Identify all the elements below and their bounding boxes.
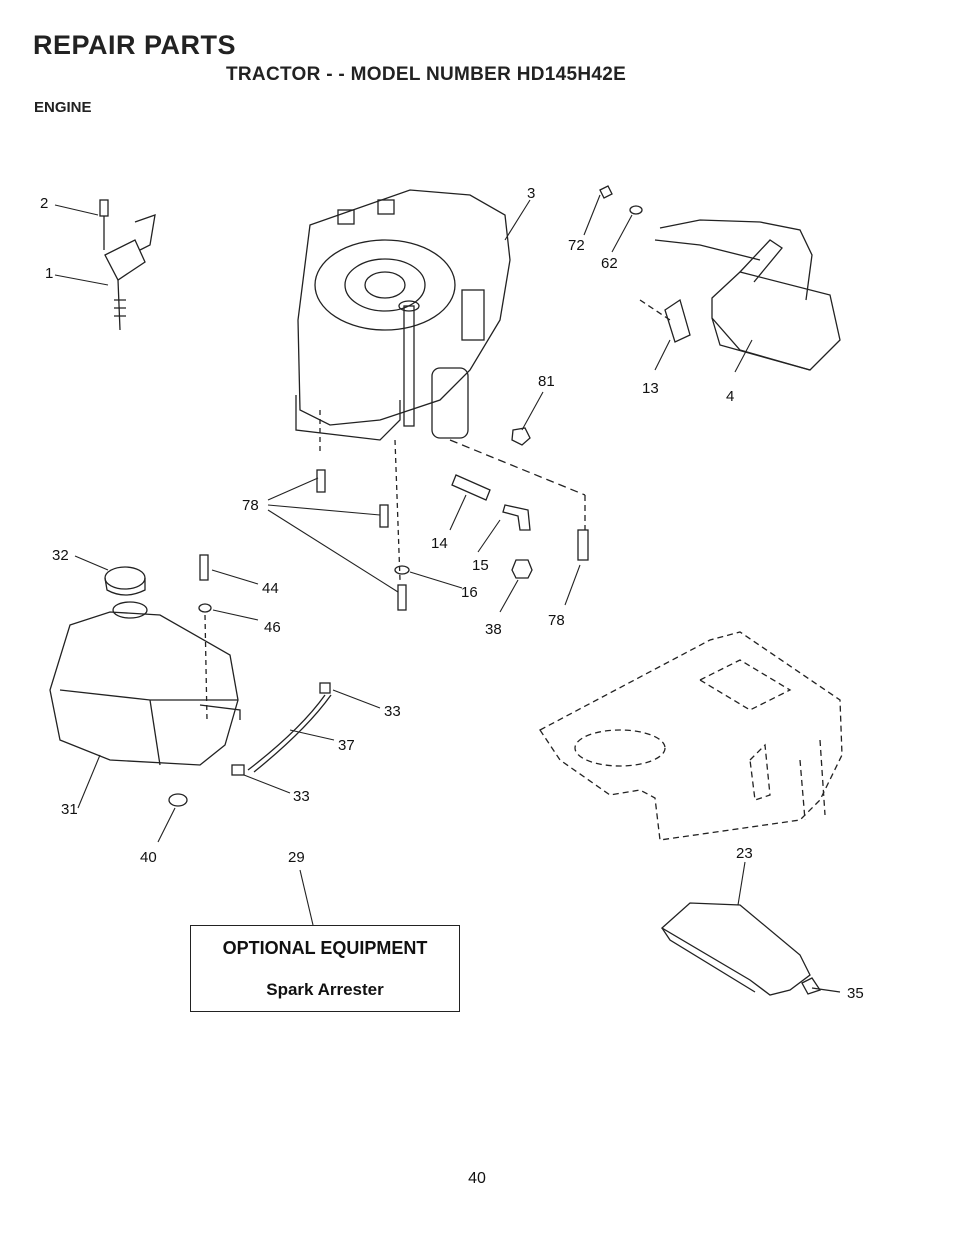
optional-equipment-item: Spark Arrester	[266, 980, 384, 999]
leader-lines	[54, 194, 753, 926]
engine-drawing	[295, 189, 586, 581]
callout-label: 23	[736, 845, 753, 862]
muffler-drawing	[599, 185, 841, 371]
throttle-bracket-drawing	[99, 199, 156, 331]
callout-label: 2	[40, 195, 48, 212]
callout-label: 44	[262, 580, 279, 597]
part-callouts: 2 1 3 72 62 81 13 4 78 14 15 16 38 78 32…	[40, 185, 864, 1002]
optional-equipment-box: OPTIONAL EQUIPMENT Spark Arrester	[190, 925, 460, 1012]
optional-equipment-title: OPTIONAL EQUIPMENT	[222, 938, 428, 958]
callout-label: 81	[538, 373, 555, 390]
engine-mount-plate-drawing	[539, 631, 843, 841]
callout-label: 29	[288, 849, 305, 866]
callout-label: 72	[568, 237, 585, 254]
heat-shield-drawing	[660, 902, 841, 996]
callout-label: 15	[472, 557, 489, 574]
callout-label: 62	[601, 255, 618, 272]
callout-label: 35	[847, 985, 864, 1002]
callout-label: 3	[527, 185, 535, 202]
callout-label: 32	[52, 547, 69, 564]
callout-label: 1	[45, 265, 53, 282]
callout-label: 46	[264, 619, 281, 636]
page-subtitle: TRACTOR - - MODEL NUMBER HD145H42E	[226, 64, 627, 85]
page-title: REPAIR PARTS	[33, 30, 237, 60]
page-number: 40	[468, 1170, 486, 1187]
fuel-tank-drawing	[49, 554, 332, 807]
callout-label: 78	[548, 612, 565, 629]
callout-label: 40	[140, 849, 157, 866]
callout-label: 13	[642, 380, 659, 397]
callout-label: 31	[61, 801, 78, 818]
callout-label: 14	[431, 535, 448, 552]
callout-label: 16	[461, 584, 478, 601]
callout-label: 78	[242, 497, 259, 514]
callout-label: 37	[338, 737, 355, 754]
callout-label: 33	[384, 703, 401, 720]
engine-fasteners-drawing	[316, 427, 589, 611]
section-heading: ENGINE	[34, 99, 92, 116]
callout-label: 38	[485, 621, 502, 638]
callout-label: 33	[293, 788, 310, 805]
callout-label: 4	[726, 388, 734, 405]
